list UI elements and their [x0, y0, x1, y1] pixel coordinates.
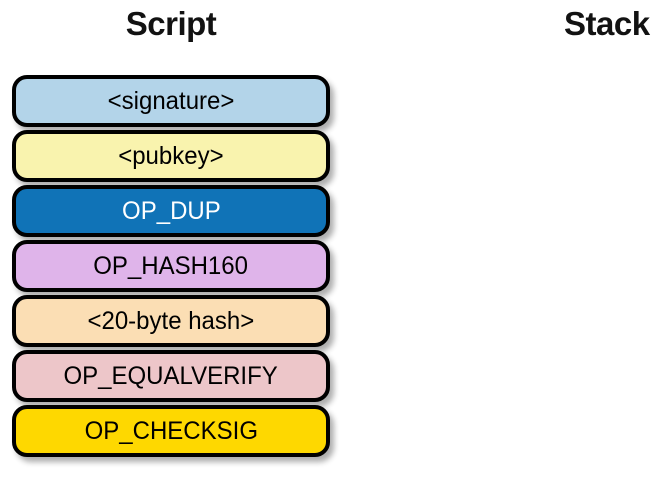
- script-box-signature: <signature>: [12, 75, 330, 127]
- script-column: <signature> <pubkey> OP_DUP OP_HASH160 <…: [12, 75, 330, 457]
- script-box-label: OP_DUP: [121, 196, 221, 225]
- script-box-op-equalverify: OP_EQUALVERIFY: [12, 350, 330, 402]
- script-box-label: OP_CHECKSIG: [84, 416, 258, 445]
- stack-column-title: Stack: [564, 5, 650, 42]
- script-box-pubkey: <pubkey>: [12, 130, 330, 182]
- script-box-op-dup: OP_DUP: [12, 185, 330, 237]
- script-column-title: Script: [125, 5, 217, 42]
- script-box-op-hash160: OP_HASH160: [12, 240, 330, 292]
- script-box-label: OP_HASH160: [93, 251, 249, 280]
- script-box-label: <20-byte hash>: [87, 306, 255, 335]
- script-box-label: <pubkey>: [118, 141, 224, 170]
- script-box-op-checksig: OP_CHECKSIG: [12, 405, 330, 457]
- script-box-20-byte-hash: <20-byte hash>: [12, 295, 330, 347]
- script-box-label: OP_EQUALVERIFY: [63, 361, 279, 390]
- script-box-label: <signature>: [107, 86, 235, 115]
- stack-column: [449, 75, 657, 457]
